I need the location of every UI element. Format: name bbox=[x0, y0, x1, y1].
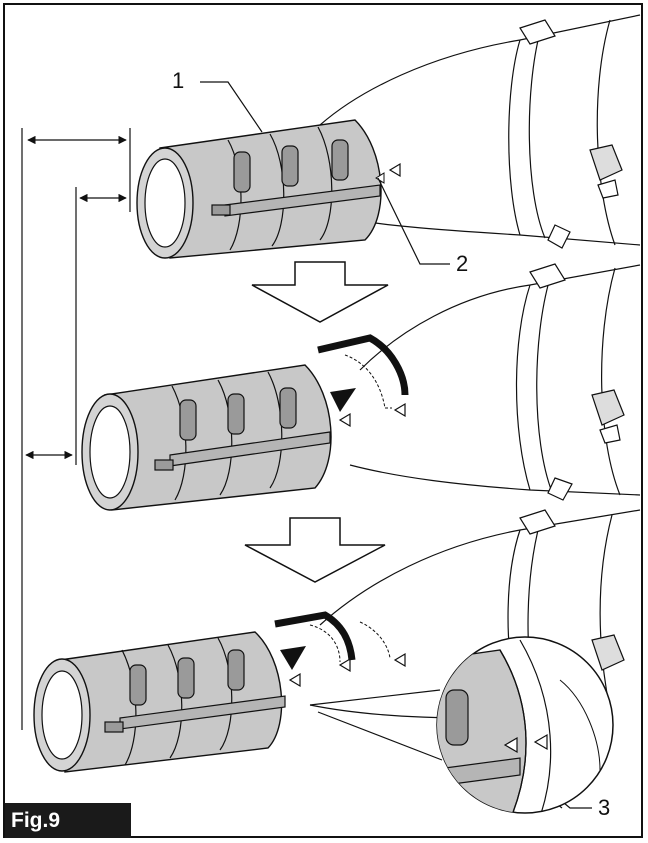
rotation-arrow-icon bbox=[317, 334, 409, 396]
figure-label: Fig.9 bbox=[5, 803, 131, 838]
detail-magnifier bbox=[436, 636, 614, 814]
nozzle-stage-1 bbox=[136, 119, 401, 259]
blower-body-1 bbox=[319, 14, 641, 249]
triangle-mark-icon bbox=[375, 172, 385, 184]
triangle-mark-icon bbox=[393, 652, 406, 668]
down-arrow-icon bbox=[251, 261, 389, 323]
blower-body-2 bbox=[349, 263, 641, 501]
nozzle-stage-3 bbox=[33, 611, 406, 773]
triangle-mark-icon bbox=[338, 412, 351, 428]
figure-frame bbox=[3, 3, 643, 838]
triangle-mark-icon bbox=[288, 672, 301, 688]
rotation-arrow-icon bbox=[274, 611, 356, 661]
triangle-mark-icon bbox=[338, 657, 351, 673]
triangle-mark-icon bbox=[393, 402, 406, 418]
down-arrow-icon bbox=[244, 517, 386, 583]
callout-1: 1 bbox=[172, 68, 185, 93]
callout-2: 2 bbox=[456, 251, 469, 276]
blower-body-3 bbox=[309, 509, 641, 719]
callout-3: 3 bbox=[598, 795, 611, 820]
triangle-mark-icon bbox=[388, 162, 401, 178]
nozzle-stage-2 bbox=[81, 334, 409, 511]
dimension-lines bbox=[21, 128, 131, 730]
